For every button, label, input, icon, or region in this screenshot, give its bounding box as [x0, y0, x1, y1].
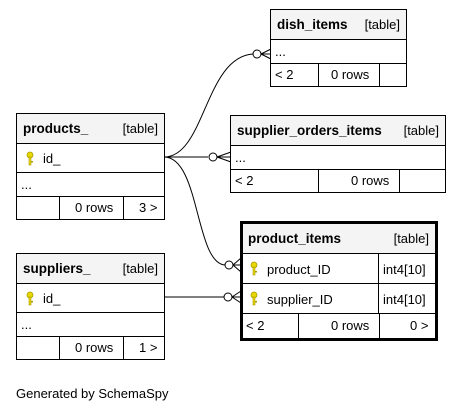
footer-rows: 0 rows [331, 318, 370, 333]
table-dish-items[interactable]: dish_items [table] ... < 2 0 rows [270, 9, 407, 87]
table-kind: [table] [403, 123, 439, 138]
table-row: product_ID int4[10] [243, 254, 435, 284]
footer-rows: 0 rows [75, 200, 114, 215]
table-footer: < 2 0 rows 0 > [243, 314, 435, 338]
ellipsis-text: ... [275, 44, 286, 59]
table-kind: [table] [122, 261, 158, 276]
footer-rows: 0 rows [75, 340, 114, 355]
table-row: id_ [17, 144, 164, 173]
footer-rows: 0 rows [351, 173, 390, 188]
table-header: supplier_orders_items [table] [231, 116, 445, 146]
generated-by-text: Generated by SchemaSpy [16, 386, 169, 401]
table-name: products_ [23, 121, 89, 136]
footer-left: < 2 [235, 173, 254, 188]
table-row: ... [271, 40, 406, 64]
crows-foot [216, 151, 232, 163]
table-kind: [table] [393, 231, 429, 246]
table-supplier-orders-items[interactable]: supplier_orders_items [table] ... < 2 0 … [230, 115, 446, 193]
link-end-circle [223, 292, 233, 302]
link-end-circle [224, 260, 234, 270]
column-type: int4[10] [383, 292, 426, 307]
divider [379, 64, 380, 86]
column-name: id_ [43, 151, 61, 166]
table-footer: < 2 0 rows [271, 64, 406, 86]
link-end-circle [252, 49, 262, 59]
table-header: suppliers_ [table] [17, 254, 164, 284]
divider [318, 64, 319, 86]
key-icon [26, 291, 34, 306]
footer-right: 0 > [410, 318, 429, 333]
ellipsis-text: ... [21, 177, 32, 192]
table-header: products_ [table] [17, 114, 164, 144]
crows-foot [231, 290, 242, 304]
table-row: ... [17, 173, 164, 197]
footer-right: 1 > [139, 340, 158, 355]
table-name: supplier_orders_items [237, 123, 382, 138]
footer-left: < 2 [246, 318, 265, 333]
column-name: product_ID [267, 262, 331, 277]
footer-right: 3 > [139, 200, 158, 215]
link-products-product-items [163, 156, 226, 266]
table-row: id_ [17, 284, 164, 313]
column-type: int4[10] [383, 262, 426, 277]
footer-rows: 0 rows [331, 67, 370, 82]
table-name: dish_items [277, 17, 348, 32]
column-name: id_ [43, 291, 61, 306]
divider [123, 337, 124, 359]
table-name: suppliers_ [23, 261, 91, 276]
table-row: ... [231, 146, 445, 170]
divider [59, 197, 60, 219]
divider [298, 314, 299, 338]
divider [123, 197, 124, 219]
table-product-items[interactable]: product_items [table] product_ID int4[10… [240, 221, 438, 341]
footer-left: < 2 [275, 67, 294, 82]
table-header: dish_items [table] [271, 10, 406, 40]
divider [378, 284, 379, 313]
table-footer: 0 rows 1 > [17, 337, 164, 359]
table-kind: [table] [364, 17, 400, 32]
table-row: ... [17, 313, 164, 337]
link-end-circle [208, 152, 218, 162]
divider [379, 314, 380, 338]
table-products[interactable]: products_ [table] id_ ... 0 rows 3 > [16, 113, 165, 220]
ellipsis-text: ... [21, 317, 32, 332]
table-row: supplier_ID int4[10] [243, 284, 435, 314]
key-icon [26, 151, 34, 166]
key-icon [250, 261, 258, 276]
table-footer: 0 rows 3 > [17, 197, 164, 219]
divider [399, 170, 400, 192]
table-kind: [table] [122, 121, 158, 136]
table-name: product_items [248, 231, 342, 246]
link-products-dish-items [163, 53, 254, 158]
ellipsis-text: ... [235, 150, 246, 165]
divider [378, 254, 379, 283]
table-suppliers[interactable]: suppliers_ [table] id_ ... 0 rows 1 > [16, 253, 165, 360]
column-name: supplier_ID [267, 292, 333, 307]
divider [59, 337, 60, 359]
crows-foot [232, 257, 242, 273]
table-footer: < 2 0 rows [231, 170, 445, 192]
key-icon [250, 291, 258, 306]
table-header: product_items [table] [243, 224, 435, 254]
crows-foot [260, 48, 272, 60]
divider [318, 170, 319, 192]
